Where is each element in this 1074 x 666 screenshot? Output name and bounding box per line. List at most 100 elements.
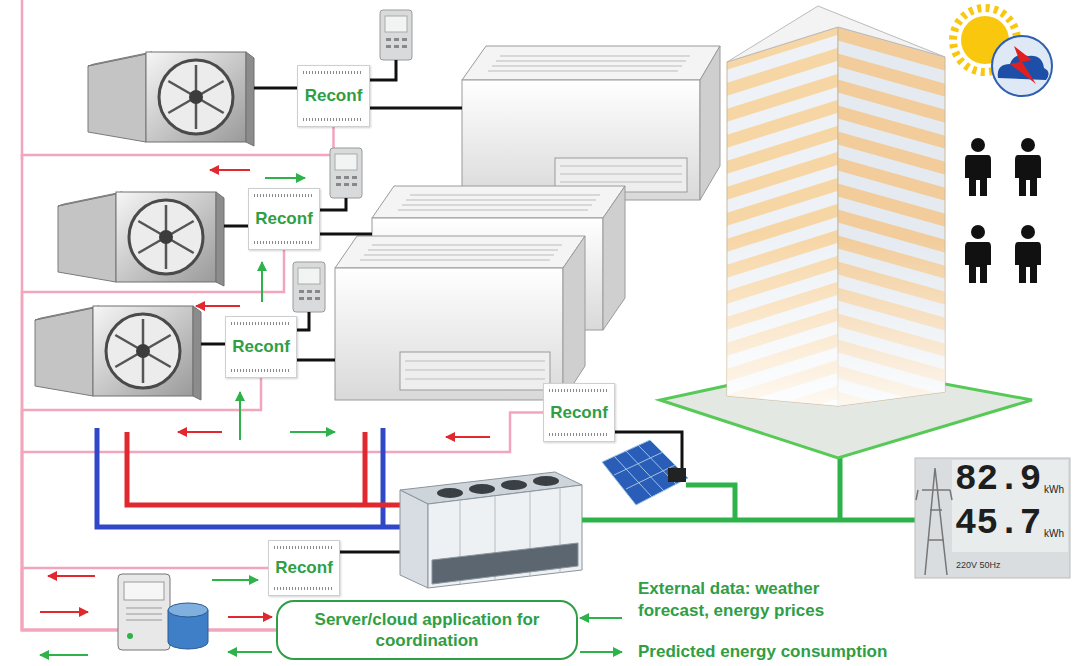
fan-coil-unit — [398, 210, 588, 211]
coordination-app-box: Server/cloud application for coordinatio… — [276, 600, 578, 660]
fan-coil-unit — [335, 236, 585, 268]
occupant — [965, 225, 991, 283]
fan-coil-unit — [405, 379, 545, 380]
fan-coil-unit — [360, 245, 562, 260]
node-text: Server/cloud application for coordinatio… — [278, 609, 576, 652]
fan-coil-unit — [560, 182, 682, 183]
node-text: Reconf — [232, 336, 290, 357]
duct-fan — [88, 52, 254, 146]
flow-arrow — [196, 305, 240, 307]
thermostat — [330, 148, 362, 198]
power-line — [582, 456, 915, 520]
weather-icon — [1010, 46, 1036, 84]
flow-arrow — [261, 262, 263, 302]
building — [660, 6, 1032, 458]
control-wire — [224, 225, 248, 228]
server-icon — [126, 614, 162, 615]
fan-coil-unit — [492, 66, 682, 67]
note-text: External data: weather forecast, energy … — [638, 578, 870, 622]
solar-panel — [626, 451, 664, 491]
occupant — [965, 138, 991, 196]
fan-coil-unit — [406, 200, 596, 201]
water-pipe — [381, 428, 386, 527]
weather-icon — [992, 36, 1052, 96]
node-text: Reconf — [305, 85, 363, 106]
fan-coil-unit — [500, 56, 690, 57]
flow-arrow — [290, 431, 335, 433]
fan-coil-unit — [560, 166, 682, 167]
water-pipe — [97, 428, 400, 527]
occupant — [1015, 225, 1041, 283]
bus-connector — [22, 250, 284, 630]
solar-panel — [614, 456, 652, 497]
solar-panel — [626, 465, 675, 489]
fan-coil-unit — [335, 46, 720, 400]
fan-coil-unit — [563, 236, 585, 400]
flow-arrow — [228, 651, 272, 653]
chiller — [437, 488, 463, 498]
control-wire — [254, 87, 297, 90]
fan-coil-unit — [368, 250, 558, 251]
server-icon — [126, 608, 162, 620]
meter-reading: 82.9 — [955, 462, 1041, 498]
duct-fan — [35, 306, 201, 400]
occupant — [1015, 138, 1041, 196]
controller-box: Reconf — [543, 383, 615, 442]
fan-coil-unit — [405, 370, 545, 371]
water-pipe — [97, 428, 400, 527]
control-wire — [201, 60, 682, 552]
control-wire — [340, 551, 400, 554]
fan-coil-unit — [364, 255, 554, 256]
control-wire — [370, 107, 462, 110]
building — [727, 27, 838, 406]
solar-panel — [614, 445, 676, 497]
server-icon — [124, 582, 164, 600]
flow-arrow — [40, 611, 88, 613]
power-line — [838, 456, 843, 520]
power-line — [686, 485, 735, 520]
fan-coil-unit — [410, 195, 600, 196]
occupant — [965, 138, 1041, 283]
controller-box: Reconf — [268, 540, 340, 596]
chiller — [533, 476, 559, 486]
energy-meter — [915, 458, 1070, 578]
solar-panel — [668, 468, 686, 482]
fan-coil-unit — [462, 80, 700, 200]
flow-arrow — [178, 431, 222, 433]
building — [727, 27, 838, 406]
thermostat — [293, 262, 325, 312]
flow-arrow — [48, 575, 95, 577]
flow-arrow — [40, 654, 88, 656]
meter-rating: 220V 50Hz — [956, 560, 1001, 571]
fan-coil-unit — [496, 61, 686, 62]
node-text: Reconf — [550, 402, 608, 423]
solar-panel — [602, 440, 688, 505]
flow-arrow — [580, 617, 622, 619]
server-icon — [168, 603, 208, 617]
fan-coil-unit — [488, 71, 678, 72]
fan-coil-unit — [560, 166, 682, 182]
chiller — [400, 490, 428, 588]
building — [838, 27, 945, 406]
chiller — [400, 472, 582, 588]
chiller — [501, 480, 527, 490]
server-icon — [126, 620, 162, 621]
flow-arrow — [265, 177, 305, 179]
flow-arrow — [212, 579, 258, 581]
fan-coil-unit — [360, 260, 550, 261]
duct-fan — [35, 52, 254, 400]
flow-arrow — [580, 651, 622, 653]
server-icon — [118, 574, 170, 650]
node-text: Reconf — [255, 208, 313, 229]
building — [727, 6, 945, 62]
fan-coil-unit — [488, 56, 690, 71]
fan-coil-unit — [405, 361, 545, 379]
unit-label: kWh — [1044, 528, 1064, 540]
control-wire — [201, 343, 225, 346]
controller-box: Reconf — [297, 65, 370, 127]
energy-meter — [952, 460, 1068, 552]
fan-coil-unit — [372, 186, 625, 218]
server-icon — [118, 574, 208, 650]
